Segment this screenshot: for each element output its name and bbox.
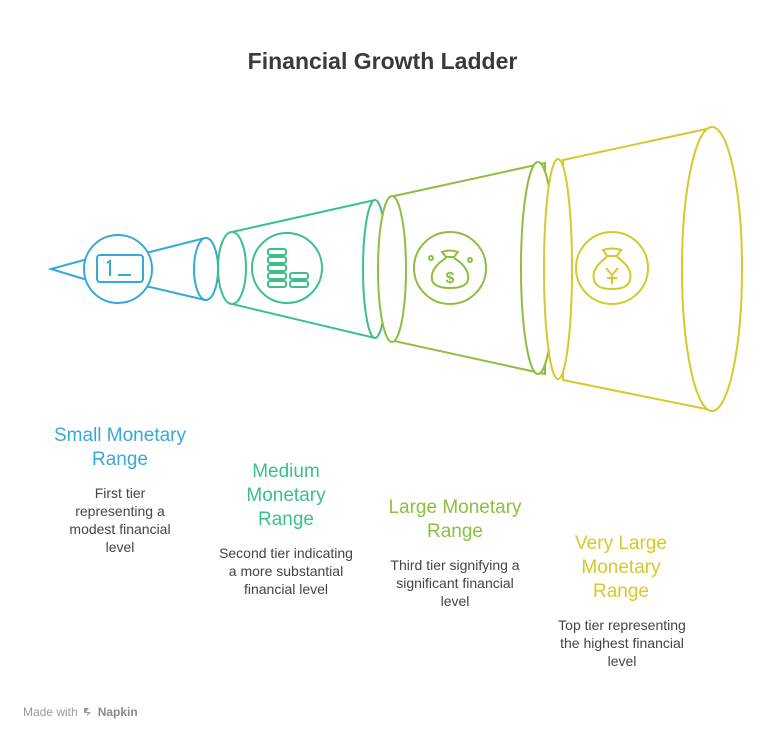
tier-1-title: Small Monetary Range <box>54 425 186 470</box>
tier-1-description: First tier representing a modest financi… <box>69 485 171 555</box>
tier-4-title: Very Large Monetary Range <box>575 533 667 602</box>
card-icon <box>83 234 153 304</box>
footer-brand: Napkin <box>97 705 138 719</box>
coin-stacks-icon <box>251 232 323 304</box>
tier-2-title: Medium Monetary Range <box>246 461 326 530</box>
footer-made-with: Made with <box>23 705 78 719</box>
napkin-logo-icon <box>83 708 91 717</box>
tier-3-description: Third tier signifying a significant fina… <box>390 557 520 609</box>
dollar-bag-icon: $ <box>413 231 487 305</box>
diagram-title: Financial Growth Ladder <box>247 48 518 74</box>
footer-credit[interactable]: Made with Napkin <box>23 705 138 719</box>
svg-text:$: $ <box>446 270 455 287</box>
tier-3-title: Large Monetary Range <box>388 497 522 542</box>
tier-2-description: Second tier indicating a more substantia… <box>219 545 353 597</box>
yen-bag-icon <box>575 231 649 305</box>
tier-4-description: Top tier representing the highest financ… <box>558 617 686 669</box>
